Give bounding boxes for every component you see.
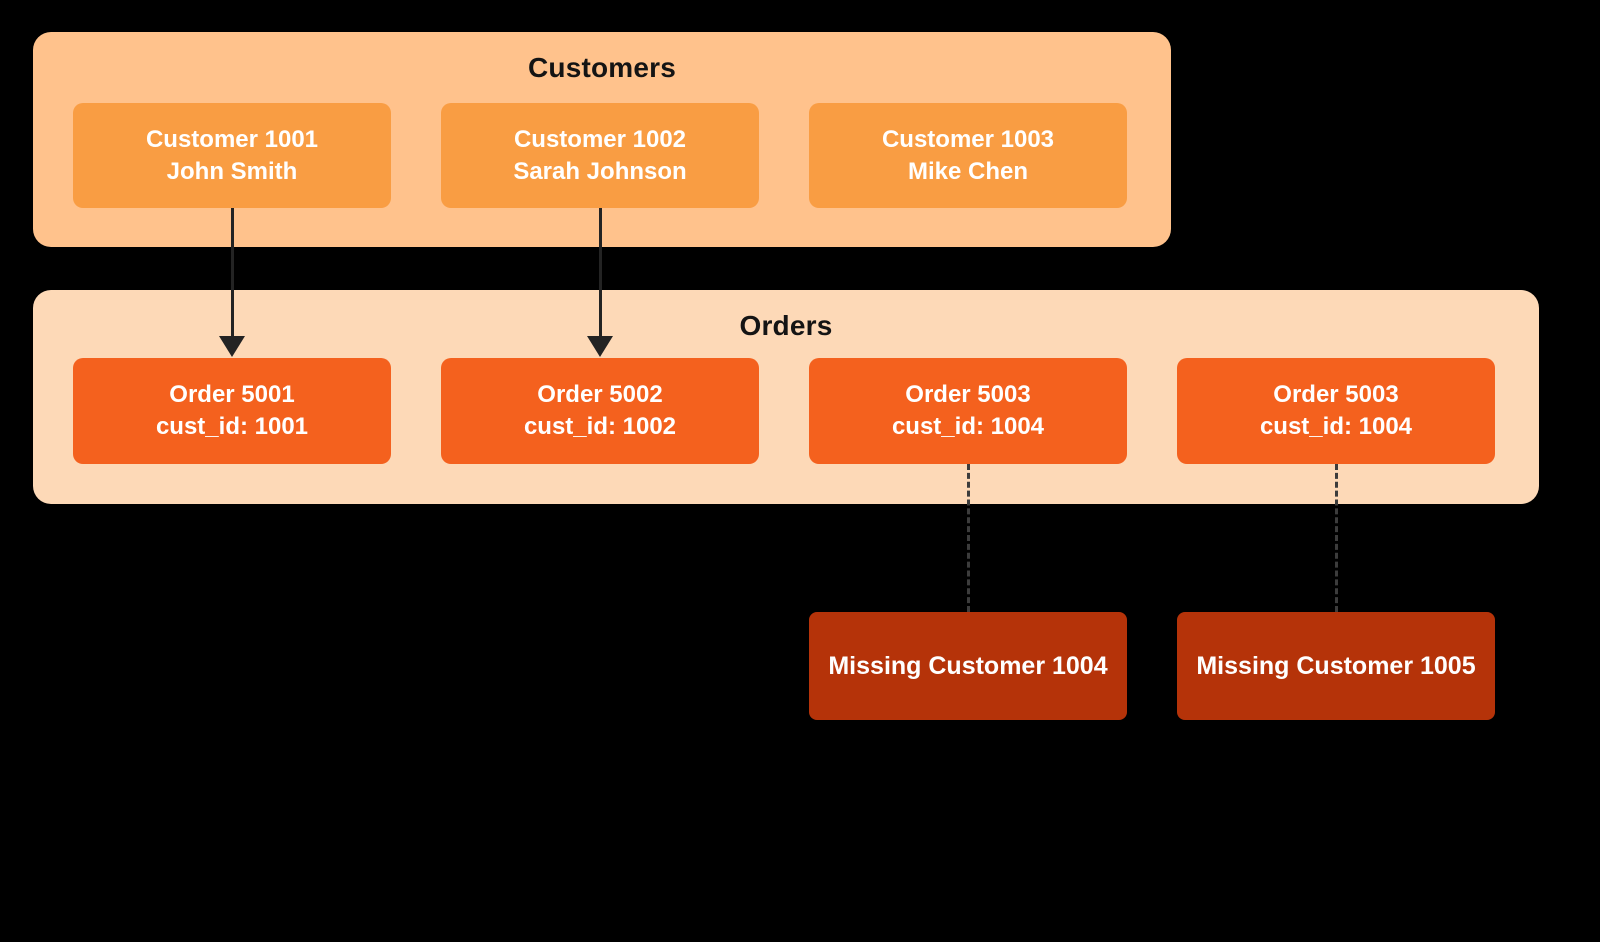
customer-name-label: John Smith — [166, 157, 298, 185]
missing-customer-label: Missing Customer 1004 — [828, 651, 1108, 680]
customer-card-1002: Customer 1002 Sarah Johnson — [441, 103, 759, 208]
order-card-5002: Order 5002 cust_id: 1002 — [441, 358, 759, 464]
arrow-customer1001-to-order5001 — [231, 208, 234, 336]
arrow-customer1002-to-order5002 — [599, 208, 602, 336]
customer-name-label: Mike Chen — [907, 157, 1029, 185]
dashed-link-order5003b-missing1005 — [1335, 464, 1338, 612]
order-id-label: Order 5002 — [537, 381, 663, 409]
order-card-5003-a: Order 5003 cust_id: 1004 — [809, 358, 1127, 464]
dashed-link-order5003a-missing1004 — [967, 464, 970, 612]
order-custid-label: cust_id: 1004 — [891, 413, 1045, 440]
arrowhead-icon — [587, 336, 613, 357]
customer-card-1001: Customer 1001 John Smith — [73, 103, 391, 208]
orders-group-title: Orders — [739, 310, 833, 341]
customer-card-1003: Customer 1003 Mike Chen — [809, 103, 1127, 208]
arrowhead-icon — [219, 336, 245, 357]
missing-customer-card-1004: Missing Customer 1004 — [809, 612, 1127, 720]
missing-customer-label: Missing Customer 1005 — [1196, 651, 1476, 680]
order-card-5001: Order 5001 cust_id: 1001 — [73, 358, 391, 464]
customer-id-label: Customer 1002 — [513, 125, 687, 153]
order-card-5003-b: Order 5003 cust_id: 1004 — [1177, 358, 1495, 464]
customers-group-title: Customers — [527, 52, 677, 83]
order-custid-label: cust_id: 1001 — [155, 413, 309, 440]
customers-group: Customers Customer 1001 John Smith Custo… — [33, 32, 1171, 247]
order-id-label: Order 5003 — [1273, 381, 1399, 409]
missing-customer-card-1005: Missing Customer 1005 — [1177, 612, 1495, 720]
customer-name-label: Sarah Johnson — [513, 157, 687, 185]
order-id-label: Order 5001 — [169, 381, 295, 409]
order-custid-label: cust_id: 1004 — [1259, 413, 1413, 440]
order-custid-label: cust_id: 1002 — [523, 413, 677, 440]
customer-id-label: Customer 1001 — [145, 125, 319, 153]
customer-id-label: Customer 1003 — [881, 125, 1055, 153]
orders-group: Orders Order 5001 cust_id: 1001 Order 50… — [33, 290, 1539, 504]
order-id-label: Order 5003 — [905, 381, 1031, 409]
